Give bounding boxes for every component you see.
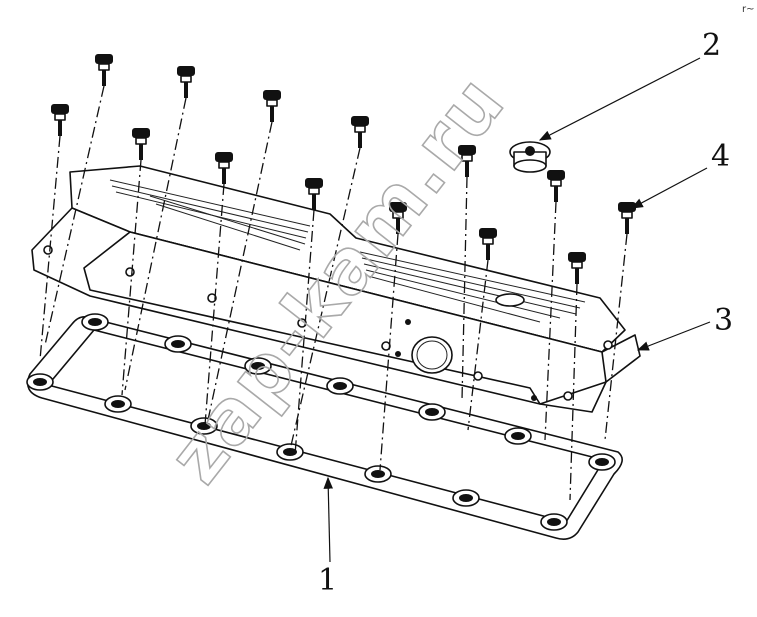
centerline [124,97,187,391]
valve-cover [31,165,641,413]
bolt [389,202,407,234]
filler-cap [509,141,551,173]
centerline [121,159,142,396]
centerline [467,259,489,431]
gasket-boss [26,373,54,391]
bolt [263,90,281,122]
gasket-boss [104,395,132,413]
centerline [207,121,273,421]
callout-2: 2 [702,28,721,63]
centerline [289,147,361,451]
gasket-boss [364,465,392,483]
gasket-bolt-bosses [26,313,616,531]
centerline [44,85,105,346]
centerline [379,233,399,471]
gasket-boss [588,453,616,471]
bolt [568,252,586,284]
gasket-boss [81,313,109,331]
centerline [569,283,578,501]
centerline [39,135,61,361]
callout-3: 3 [714,303,733,338]
bolt [177,66,195,98]
callout-1: 1 [318,563,337,598]
bolt [51,104,69,136]
centerline [204,183,225,426]
gasket-boss [276,443,304,461]
callout-4: 4 [711,139,730,174]
gasket-boss [244,357,272,375]
gasket-boss [190,417,218,435]
bolt [479,228,497,260]
bolt [458,145,476,177]
bolt [351,116,369,148]
bolt [215,152,233,184]
centerline [294,209,315,456]
gasket-boss [164,335,192,353]
gasket-boss [418,403,446,421]
centerline [544,201,557,441]
bolt [305,178,323,210]
centerline [461,176,468,401]
bolt-group [51,54,636,284]
centerline [604,233,628,441]
bolt [547,170,565,202]
bolt [95,54,113,86]
corner-mark: r~ [742,4,755,15]
alignment-centerlines [39,85,628,501]
gasket-boss [326,377,354,395]
leader-lines [323,57,711,563]
gasket [26,313,623,540]
gasket-boss [452,489,480,507]
bolt [132,128,150,160]
gasket-boss [540,513,568,531]
gasket-boss [504,427,532,445]
